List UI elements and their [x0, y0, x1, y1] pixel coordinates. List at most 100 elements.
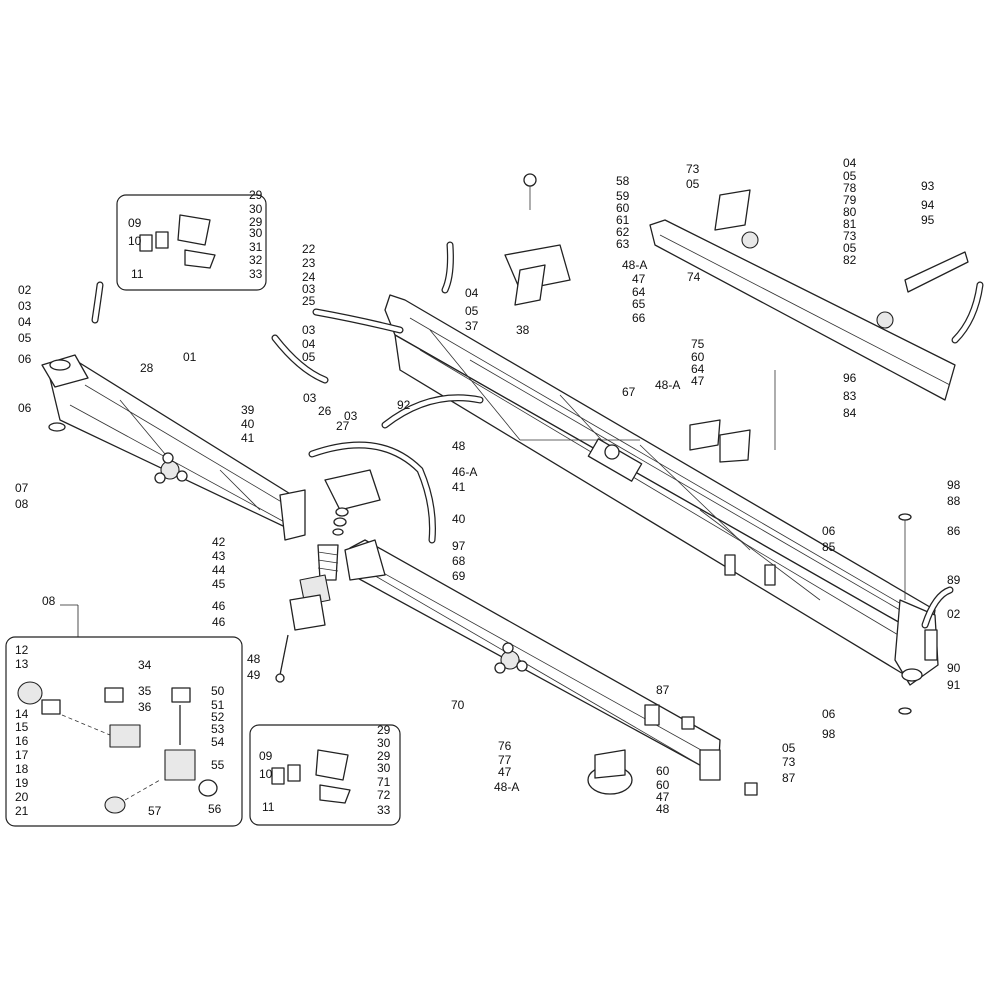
callout-label: 82 — [843, 253, 857, 267]
callout-label: 74 — [687, 270, 701, 284]
callout-label: 05 — [18, 331, 32, 345]
callout-label: 65 — [632, 297, 646, 311]
callout-label: 11 — [131, 267, 144, 281]
callout-label: 43 — [212, 549, 226, 563]
bracket-parts-right — [587, 370, 912, 796]
callout-label: 47 — [632, 272, 646, 286]
callout-label: 42 — [212, 535, 226, 549]
callout-label: 47 — [656, 790, 670, 804]
callout-label: 29 — [249, 215, 263, 229]
callout-label: 44 — [212, 563, 226, 577]
callout-label: 19 — [15, 776, 29, 790]
callout-label: 06 — [822, 524, 836, 538]
callout-label: 60 — [656, 778, 670, 792]
callout-label: 08 — [15, 497, 29, 511]
callout-label: 01 — [183, 350, 197, 364]
callout-label: 76 — [498, 739, 512, 753]
callout-label: 58 — [616, 174, 630, 188]
callout-label: 46-A — [452, 465, 477, 479]
callout-label: 56 — [208, 802, 222, 816]
callout-label: 03 — [303, 391, 317, 405]
callout-label: 45 — [212, 577, 226, 591]
callout-label: 93 — [921, 179, 935, 193]
callout-label: 18 — [15, 762, 29, 776]
callout-label: 72 — [377, 788, 391, 802]
callout-label: 54 — [211, 735, 225, 749]
nozzle-assembly-mid — [494, 642, 528, 674]
callout-label: 88 — [947, 494, 961, 508]
callout-label: 36 — [138, 700, 152, 714]
callout-label: 48 — [656, 802, 670, 816]
callout-label: 40 — [241, 417, 255, 431]
callout-label: 26 — [318, 404, 332, 418]
callout-label: 02 — [18, 283, 32, 297]
callout-label: 62 — [616, 225, 630, 239]
callout-label: 04 — [843, 156, 857, 170]
callout-label: 06 — [822, 707, 836, 721]
callout-label: 07 — [15, 481, 29, 495]
callout-label: 11 — [262, 800, 275, 814]
callout-label: 87 — [656, 683, 670, 697]
callout-label: 91 — [947, 678, 961, 692]
callout-label: 89 — [947, 573, 961, 587]
callout-label: 05 — [465, 304, 479, 318]
callout-label: 05 — [686, 177, 700, 191]
callout-label: 47 — [691, 374, 705, 388]
callout-label: 03 — [344, 409, 358, 423]
callout-label: 92 — [397, 398, 411, 412]
callout-label: 96 — [843, 371, 857, 385]
callout-label: 60 — [616, 201, 630, 215]
callout-label: 04 — [302, 337, 316, 351]
callout-label: 17 — [15, 748, 29, 762]
callout-label: 75 — [691, 337, 705, 351]
callout-label: 55 — [211, 758, 225, 772]
callout-label: 13 — [15, 657, 29, 671]
callout-label: 95 — [921, 213, 935, 227]
callout-label: 98 — [947, 478, 961, 492]
callout-label: 09 — [128, 216, 142, 230]
callout-label: 35 — [138, 684, 152, 698]
callout-label: 47 — [498, 765, 512, 779]
callout-label: 48 — [247, 652, 261, 666]
callout-label: 33 — [377, 803, 391, 817]
callout-label: 12 — [15, 643, 29, 657]
callout-label: 25 — [302, 294, 316, 308]
callout-label: 50 — [211, 684, 225, 698]
callout-label: 05 — [843, 169, 857, 183]
detail-box-nozzle — [5, 636, 243, 827]
detail-box-parts — [139, 214, 351, 804]
callout-label: 60 — [691, 350, 705, 364]
callout-label: 46 — [212, 599, 226, 613]
callout-label: 64 — [632, 285, 646, 299]
callout-label: 97 — [452, 539, 466, 553]
callout-label: 23 — [302, 256, 316, 270]
callout-label: 03 — [302, 323, 316, 337]
callout-label: 15 — [15, 720, 29, 734]
callout-label: 28 — [140, 361, 154, 375]
callout-label: 06 — [18, 352, 32, 366]
callout-label: 37 — [465, 319, 479, 333]
callout-label: 30 — [249, 226, 263, 240]
callout-label: 73 — [686, 162, 700, 176]
callout-label: 48-A — [655, 378, 680, 392]
callout-label: 46 — [212, 615, 226, 629]
callout-label: 70 — [451, 698, 465, 712]
callout-label: 64 — [691, 362, 705, 376]
callout-label: 67 — [622, 385, 636, 399]
nozzle-detail-parts — [17, 681, 218, 814]
top-bracket — [504, 173, 571, 306]
callout-label: 48 — [452, 439, 466, 453]
callout-label: 41 — [241, 431, 255, 445]
callout-label: 98 — [822, 727, 836, 741]
mid-boom — [344, 539, 721, 781]
callout-label: 48-A — [622, 258, 647, 272]
callout-label: 30 — [377, 761, 391, 775]
callout-label: 71 — [377, 775, 391, 789]
callout-label: 63 — [616, 237, 630, 251]
callout-label: 41 — [452, 480, 466, 494]
callout-label: 33 — [249, 267, 263, 281]
callout-label: 48-A — [494, 780, 519, 794]
callout-label: 86 — [947, 524, 961, 538]
